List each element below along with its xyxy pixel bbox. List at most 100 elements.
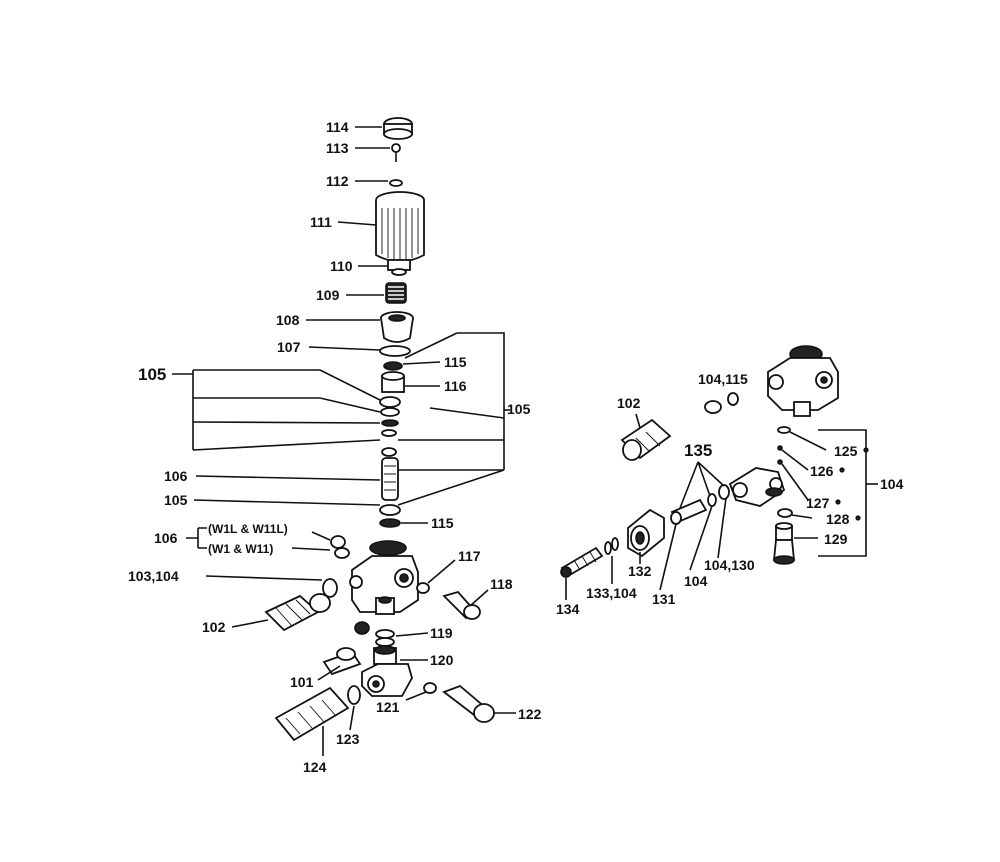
leader-115-upper [402, 361, 441, 365]
label-117: 117 [458, 548, 481, 564]
leader-105-r1 [404, 332, 458, 359]
part-107-o-ring [379, 345, 411, 357]
part-102-inlet-fitting-right [620, 418, 672, 461]
label-103-104: 103,104 [128, 568, 179, 584]
part-128-seal [777, 508, 793, 518]
leader-117 [427, 559, 456, 584]
label-121: 121 [376, 699, 400, 715]
part-118-bolt [442, 590, 481, 620]
leader-101 [317, 665, 341, 681]
part-122-banjo-bolt [442, 684, 495, 723]
label-101: 101 [290, 674, 314, 690]
leader-111 [337, 221, 377, 226]
leader-106-variant-1 [311, 531, 331, 541]
part-106-valve-stem [381, 457, 399, 501]
label-124: 124 [303, 759, 327, 775]
label-106-stem: 106 [164, 468, 188, 484]
label-112: 112 [326, 173, 349, 189]
part-109-spring [385, 282, 407, 304]
leader-104-130 [717, 497, 727, 559]
part-126-ball [777, 445, 783, 451]
part-108-valve-seat [380, 311, 414, 343]
part-103-o-ring [322, 578, 338, 598]
label-125: 125 [834, 443, 858, 459]
label-variant-w1l-w11l: (W1L & W11L) [208, 522, 288, 536]
part-132-nut [627, 508, 665, 558]
leader-118 [469, 589, 489, 607]
label-114: 114 [326, 119, 349, 135]
leader-135-c [697, 461, 725, 487]
part-116-sleeve-upper [381, 371, 405, 393]
leader-104-middle [689, 505, 713, 571]
label-120: 120 [430, 652, 454, 668]
label-123: 123 [336, 731, 360, 747]
leader-107 [308, 346, 381, 351]
leader-126 [781, 449, 809, 471]
part-134-plunger [560, 546, 604, 578]
label-104-bracket: 104 [880, 476, 904, 492]
label-115-upper: 115 [444, 354, 467, 370]
label-variant-w1-w11: (W1 & W11) [208, 542, 273, 556]
part-121-washer [423, 682, 437, 694]
label-109: 109 [316, 287, 340, 303]
part-106-plug-variants [330, 535, 350, 559]
leader-127 [781, 463, 809, 501]
label-129: 129 [824, 531, 848, 547]
part-115-ring-upper [383, 361, 403, 371]
part-133-seals [604, 537, 619, 555]
bracket-105-right [457, 332, 505, 470]
label-105-stem: 105 [164, 492, 188, 508]
label-107: 107 [277, 339, 301, 355]
label-102-right: 102 [617, 395, 641, 411]
part-lower-seat [379, 504, 401, 516]
leader-135-a [679, 461, 699, 509]
part-123-o-ring [347, 685, 361, 705]
leader-105-a2 [319, 369, 381, 401]
marker-125 [863, 447, 869, 453]
label-111: 111 [310, 214, 332, 230]
label-110: 110 [330, 258, 353, 274]
part-pump-manifold-body [349, 540, 419, 615]
label-113: 113 [326, 140, 349, 156]
label-122: 122 [518, 706, 542, 722]
label-132: 132 [628, 563, 652, 579]
part-127-ball [777, 459, 783, 465]
label-127: 127 [806, 495, 830, 511]
leader-125 [789, 431, 827, 451]
part-124-outlet-fitting [274, 686, 350, 742]
label-131: 131 [652, 591, 676, 607]
leader-106-stem [195, 475, 381, 481]
marker-127 [835, 499, 841, 505]
label-133-104: 133,104 [586, 585, 637, 601]
leader-105-stem [193, 499, 381, 506]
label-115-lower: 115 [431, 515, 454, 531]
leader-105-r2 [429, 407, 505, 419]
part-117-plug [416, 582, 430, 594]
label-126: 126 [810, 463, 834, 479]
leader-131 [659, 523, 677, 591]
part-129-fitting [773, 522, 795, 565]
leader-121 [405, 691, 427, 701]
part-125-seal [777, 426, 791, 434]
marker-128 [855, 515, 861, 521]
part-111-filter-bowl [375, 191, 425, 263]
label-102-left: 102 [202, 619, 226, 635]
marker-126 [839, 467, 845, 473]
leader-135-b [697, 461, 711, 497]
leader-102-left [231, 619, 269, 628]
leader-128 [791, 514, 813, 519]
label-135: 135 [684, 441, 712, 460]
leader-102-right [635, 413, 641, 429]
label-106-variants: 106 [154, 530, 178, 546]
part-unloader-piston-assembly [728, 467, 786, 507]
part-104-115-fittings [704, 392, 739, 414]
leader-105-c [192, 421, 381, 424]
leader-105-r5 [397, 469, 505, 506]
label-105-left: 105 [138, 365, 166, 384]
leader-123 [349, 705, 355, 731]
label-105-right: 105 [507, 401, 531, 417]
leader-103-104 [205, 575, 323, 581]
part-119-o-rings [354, 621, 395, 647]
part-101-clip [322, 647, 362, 676]
